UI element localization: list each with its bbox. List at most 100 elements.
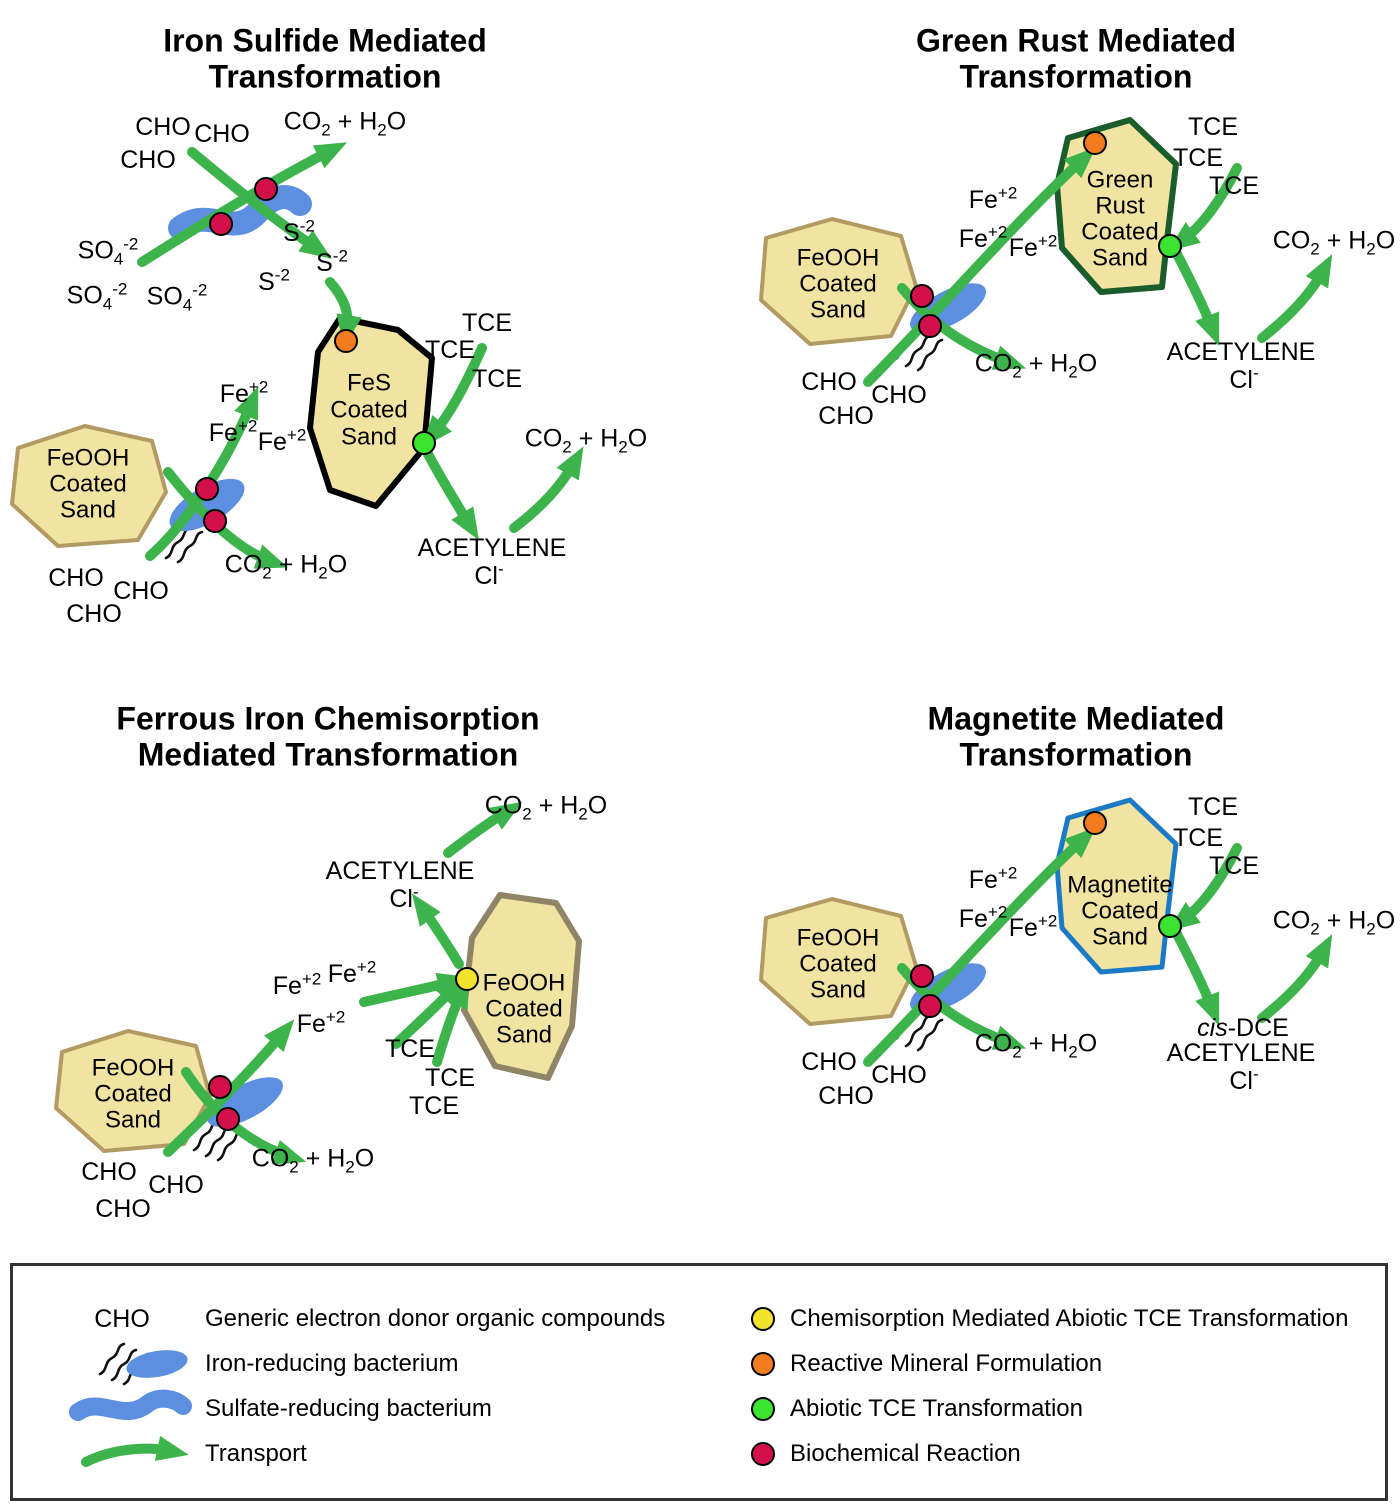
abiotic-tce-circle	[1158, 234, 1182, 258]
label-co2-h2o: CO2 + H2O	[484, 791, 608, 824]
iron-reducing-bacterium-icon	[98, 1342, 188, 1386]
legend-label-sulfate-reducing-bacterium: Sulfate-reducing bacterium	[205, 1395, 492, 1422]
transport-arrow	[1167, 843, 1242, 932]
label-cho: CHO	[48, 563, 104, 592]
biochemical-reaction-circle	[910, 964, 934, 988]
label-tce: TCE	[425, 1063, 475, 1092]
panel-ferrous-iron-art	[54, 801, 582, 1165]
label-fe2: Fe+2	[327, 957, 377, 989]
biochemical-reaction-circle	[195, 477, 219, 501]
grain-label-feooh: Coated	[94, 1080, 172, 1108]
label-fe2: Fe+2	[208, 416, 258, 448]
grain-label-fes: FeS	[346, 369, 392, 397]
label-cho: CHO	[871, 1060, 927, 1089]
feooh-coated-sand-grain	[10, 424, 168, 548]
label-tce: TCE	[1209, 851, 1259, 880]
transport-arrow	[187, 147, 332, 259]
grain-label-green-rust: Sand	[1091, 244, 1149, 272]
bacterium-body	[126, 1350, 188, 1378]
label-tce: TCE	[1173, 143, 1223, 172]
label-fe2: Fe+2	[958, 902, 1008, 934]
label-cho: CHO	[194, 119, 250, 148]
grain-label-feooh: Coated	[485, 995, 563, 1023]
grain-label-feooh: FeOOH	[46, 444, 130, 472]
transport-arrow	[81, 1435, 189, 1467]
label-cho: CHO	[81, 1157, 137, 1186]
abiotic-tce-circle	[1158, 914, 1182, 938]
label-cho: CHO	[135, 112, 191, 141]
biochemical-reaction-circle	[216, 1107, 240, 1131]
grain-label-feooh: FeOOH	[91, 1054, 175, 1082]
transport-arrow	[325, 277, 362, 347]
label-tce: TCE	[1188, 792, 1238, 821]
panel-iron-sulfide-art	[10, 142, 584, 569]
biochemical-reaction-circle	[203, 509, 227, 533]
transport-arrow	[1172, 929, 1220, 1026]
grain-label-green-rust: Rust	[1095, 192, 1145, 220]
sulfate-reducing-bacterium-icon	[69, 1389, 192, 1421]
yellow-circle-icon	[751, 1307, 775, 1331]
transport-arrow	[443, 801, 523, 858]
panel-title-iron-sulfide: Iron Sulfide Mediated	[163, 22, 487, 59]
label-cis-dce: cis-DCE	[1197, 1013, 1289, 1042]
label-fe2: Fe+2	[1008, 231, 1058, 263]
panel-title-ferrous-iron: Mediated Transformation	[137, 736, 519, 773]
label-s2: S-2	[316, 246, 348, 278]
transport-arrow	[1257, 934, 1333, 1023]
label-cho: CHO	[95, 1194, 151, 1223]
reactive-mineral-circle	[1083, 131, 1107, 155]
biochemical-reaction-circle	[918, 314, 942, 338]
label-cho: CHO	[801, 1047, 857, 1076]
feooh-coated-sand-grain	[759, 897, 918, 1026]
transport-arrow	[509, 446, 584, 533]
chemisorption-circle	[455, 967, 479, 991]
biochemical-reaction-circle	[209, 212, 233, 236]
grain-label-feooh: FeOOH	[482, 969, 566, 997]
grain-label-magnetite: Coated	[1081, 897, 1159, 925]
grain-label-feooh: Sand	[59, 496, 117, 524]
label-tce: TCE	[1173, 823, 1223, 852]
label-so4: SO4-2	[77, 234, 139, 269]
legend-label-chemisorption: Chemisorption Mediated Abiotic TCE Trans…	[790, 1305, 1349, 1332]
label-co2-h2o: CO2 + H2O	[524, 424, 648, 457]
label-co2-h2o: CO2 + H2O	[974, 1029, 1098, 1062]
feooh-coated-sand-grain-chemisorption	[461, 892, 582, 1081]
label-tce: TCE	[462, 308, 512, 337]
label-cho: CHO	[113, 576, 169, 605]
grain-label-feooh: Sand	[809, 296, 867, 324]
transport-arrow	[1257, 254, 1333, 343]
reactive-mineral-circle	[334, 329, 358, 353]
label-cl: Cl-	[389, 882, 419, 914]
legend-label-iron-reducing-bacterium: Iron-reducing bacterium	[205, 1350, 459, 1377]
label-co2-h2o: CO2 + H2O	[283, 107, 407, 140]
label-fe2: Fe+2	[272, 969, 322, 1001]
label-cho: CHO	[120, 145, 176, 174]
legend-label-reactive-mineral: Reactive Mineral Formulation	[790, 1350, 1103, 1377]
label-cho: CHO	[818, 1081, 874, 1110]
label-tce: TCE	[425, 335, 475, 364]
label-cho: CHO	[871, 380, 927, 409]
label-acetylene: ACETYLENE	[1166, 1038, 1316, 1067]
panel-title-ferrous-iron: Ferrous Iron Chemisorption	[116, 700, 540, 737]
label-fe2: Fe+2	[968, 183, 1018, 215]
transport-arrows	[137, 142, 584, 569]
green-circle-icon	[751, 1397, 775, 1421]
label-co2-h2o: CO2 + H2O	[974, 349, 1098, 382]
label-cl: Cl-	[1229, 1064, 1259, 1096]
transport-arrow-icon	[81, 1435, 189, 1467]
label-cho: CHO	[818, 401, 874, 430]
grain-label-feooh: Coated	[49, 470, 127, 498]
label-cl: Cl-	[1229, 363, 1259, 395]
grain-label-feooh: Sand	[104, 1106, 162, 1134]
transport-arrow	[411, 893, 464, 969]
grain-label-magnetite: Sand	[1091, 923, 1149, 951]
grain-label-green-rust: Green	[1086, 166, 1154, 194]
panel-title-iron-sulfide: Transformation	[208, 58, 442, 95]
label-cho: CHO	[66, 599, 122, 628]
biochemical-reaction-markers	[910, 964, 942, 1018]
label-co2-h2o: CO2 + H2O	[1272, 226, 1396, 259]
grain-label-feooh: Coated	[799, 270, 877, 298]
biochemical-reaction-markers	[910, 284, 942, 338]
label-so4: SO4-2	[66, 279, 128, 314]
